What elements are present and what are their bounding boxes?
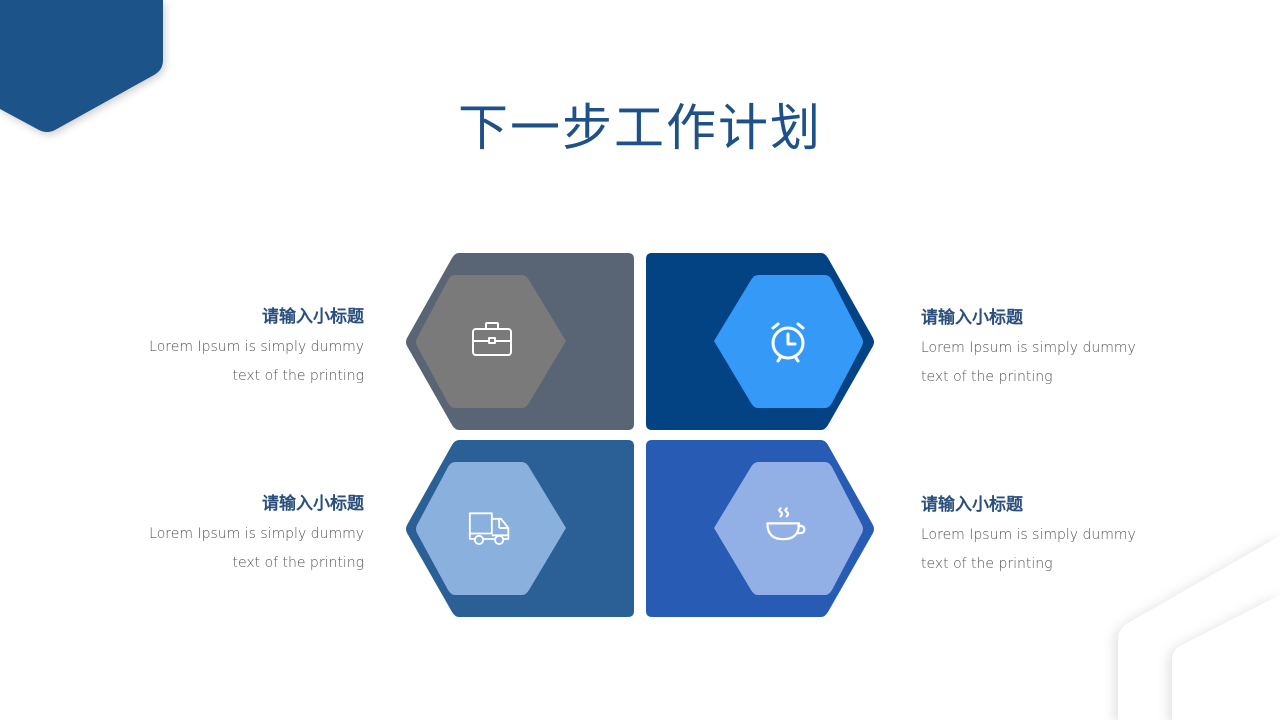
slide-title: 下一步工作计划: [458, 99, 822, 157]
subtitle: 请输入小标题: [262, 307, 364, 327]
description-line-1: Lorem Ipsum is simply dummy: [149, 339, 364, 355]
coffee-cup-icon: [766, 507, 806, 541]
feature-card-truck: [405, 440, 635, 618]
feature-card-briefcase: [405, 253, 635, 431]
description-line-1: Lorem Ipsum is simply dummy: [921, 527, 1136, 543]
subtitle: 请输入小标题: [921, 308, 1023, 328]
description-line-2: text of the printing: [921, 369, 1053, 385]
briefcase-icon: [472, 322, 512, 356]
description-line-2: text of the printing: [232, 368, 364, 384]
text-block-top-right: 请输入小标题 Lorem Ipsum is simply dummy text …: [921, 306, 1161, 392]
corner-hexagon-decoration: [0, 0, 163, 132]
feature-card-alarm-clock: [646, 253, 876, 431]
description-line-2: text of the printing: [921, 556, 1053, 572]
corner-hexagon-outline-decoration: [1118, 536, 1280, 720]
subtitle: 请输入小标题: [921, 495, 1023, 515]
description-line-2: text of the printing: [232, 555, 364, 571]
text-block-top-left: 请输入小标题 Lorem Ipsum is simply dummy text …: [124, 305, 364, 391]
truck-icon: [468, 512, 510, 545]
description-line-1: Lorem Ipsum is simply dummy: [149, 526, 364, 542]
card-shape: [646, 253, 874, 430]
description-line-1: Lorem Ipsum is simply dummy: [921, 340, 1136, 356]
feature-card-coffee: [646, 440, 876, 618]
subtitle: 请输入小标题: [262, 494, 364, 514]
text-block-bottom-right: 请输入小标题 Lorem Ipsum is simply dummy text …: [921, 493, 1161, 579]
card-shape: [406, 253, 634, 430]
card-shape: [406, 440, 634, 617]
text-block-bottom-left: 请输入小标题 Lorem Ipsum is simply dummy text …: [124, 492, 364, 578]
card-shape: [646, 440, 874, 617]
alarm-clock-icon: [771, 322, 805, 363]
